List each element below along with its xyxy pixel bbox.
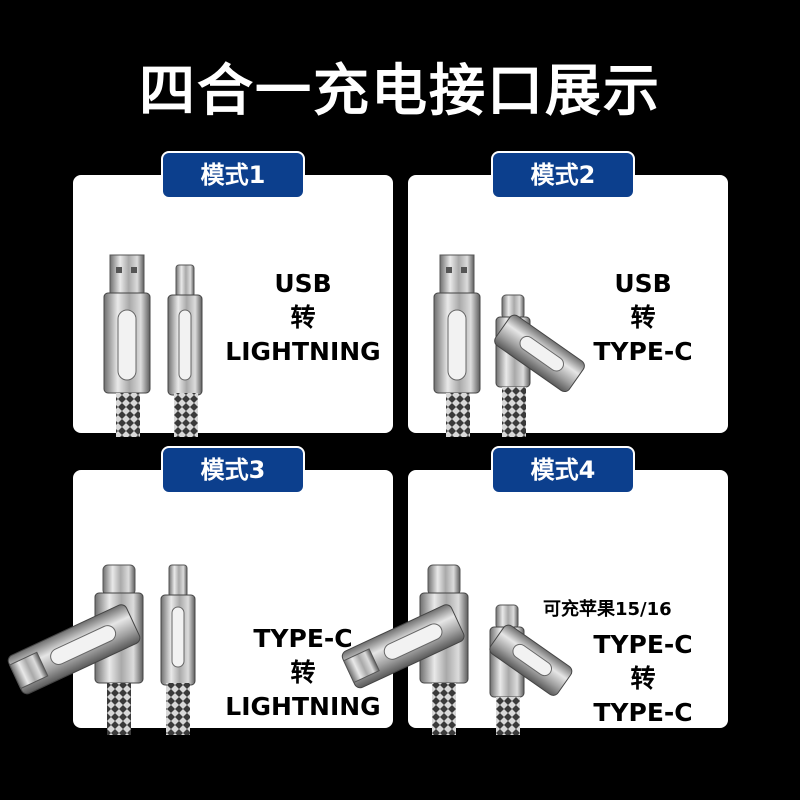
- mode-card-3: 模式3 TYPE-C 转 LIGHTNING: [7, 448, 393, 735]
- usb-to-type-c-cable-image: [433, 254, 585, 437]
- mode-from: USB: [614, 269, 672, 298]
- mode-from: TYPE-C: [593, 630, 693, 659]
- mode-text-1: USB 转 LIGHTNING: [223, 267, 383, 369]
- compatibility-note: 可充苹果15/16: [543, 599, 672, 620]
- mode-from: TYPE-C: [253, 624, 353, 653]
- mode-to: LIGHTNING: [225, 337, 381, 366]
- mode-join: 转: [630, 664, 656, 693]
- mode-text-3: TYPE-C 转 LIGHTNING: [223, 622, 383, 724]
- page-title: 四合一充电接口展示: [139, 59, 661, 124]
- mode-join: 转: [290, 303, 316, 332]
- mode-join: 转: [290, 658, 316, 687]
- mode-badge-3: 模式3: [163, 448, 303, 492]
- mode-card-1: 模式1 USB 转 LIGHTNING: [73, 153, 393, 437]
- usb-to-lightning-cable-image: [103, 254, 203, 437]
- mode-card-4: 模式4 可充苹果15/16 TYPE-C 转 TYPE-C: [341, 448, 728, 735]
- mode-from: USB: [274, 269, 332, 298]
- mode-badge-2: 模式2: [493, 153, 633, 197]
- mode-text-2: USB 转 TYPE-C: [578, 267, 708, 369]
- type-c-to-type-c-cable-image: [341, 564, 573, 735]
- mode-to: TYPE-C: [593, 698, 693, 727]
- mode-to: LIGHTNING: [225, 692, 381, 721]
- mode-join: 转: [630, 303, 656, 332]
- mode-card-2: 模式2 USB 转 TYPE-C: [408, 153, 728, 437]
- type-c-to-lightning-cable-image: [7, 564, 196, 735]
- mode-to: TYPE-C: [593, 337, 693, 366]
- mode-badge-4: 模式4: [493, 448, 633, 492]
- mode-badge-1: 模式1: [163, 153, 303, 197]
- mode-text-4: TYPE-C 转 TYPE-C: [578, 628, 708, 730]
